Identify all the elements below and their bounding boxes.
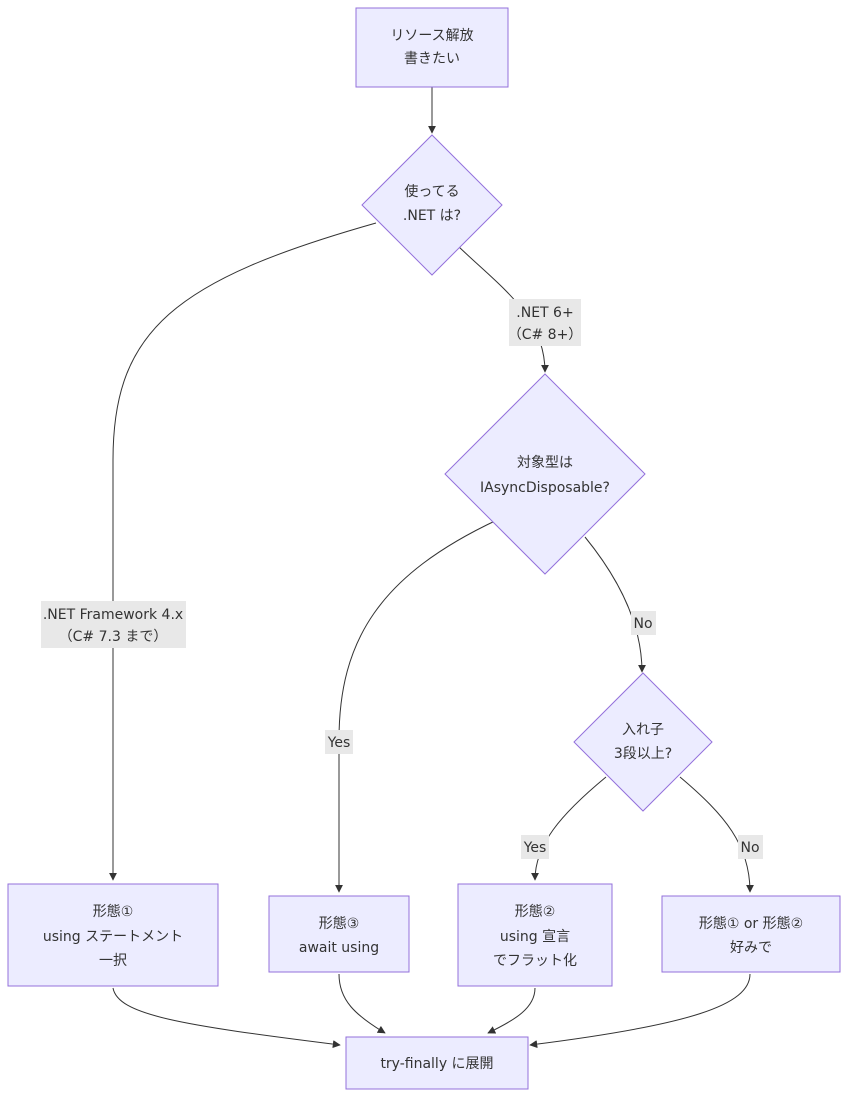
node-question-dotnet: [361, 134, 503, 276]
node-form3: [268, 895, 410, 973]
node-start-line2: 書きたい: [404, 51, 460, 67]
svg-text:形態③: 形態③: [319, 916, 360, 932]
edge-form1-to-end: [112, 987, 341, 1049]
node-form12: [661, 895, 841, 973]
node-end: [345, 1036, 529, 1090]
node-question-nest: [573, 672, 713, 812]
edge-form3-to-end: [338, 973, 386, 1034]
node-question-async-line1: 対象型は: [517, 455, 573, 471]
node-question-async-line2: IAsyncDisposable?: [480, 480, 610, 496]
svg-text:using 宣言: using 宣言: [500, 929, 570, 945]
svg-text:IAsyncDisposable?: IAsyncDisposable?: [480, 480, 610, 496]
svg-text:try-finally に展開: try-finally に展開: [380, 1056, 493, 1072]
svg-text:Yes: Yes: [523, 840, 547, 856]
edge-nest-to-form2: [531, 776, 607, 881]
node-form1-line1: 形態①: [93, 904, 134, 920]
node-form2-line3: でフラット化: [493, 953, 577, 969]
node-form1: [7, 883, 219, 987]
node-question-dotnet-line2: .NET は?: [403, 208, 461, 224]
edge-nest-to-form12: [679, 776, 754, 893]
svg-text:.NET は?: .NET は?: [403, 208, 461, 224]
svg-text:リソース解放: リソース解放: [390, 28, 473, 44]
edge-label-framework: .NET Framework 4.x （C# 7.3 まで）: [41, 601, 186, 648]
edge-label-nest-no: No: [738, 835, 763, 859]
svg-text:.NET Framework 4.x: .NET Framework 4.x: [43, 607, 183, 623]
svg-text:await using: await using: [299, 940, 379, 956]
edge-label-async-yes-text: Yes: [327, 735, 351, 751]
svg-text:No: No: [740, 840, 759, 856]
node-form12-line1: 形態① or 形態②: [699, 916, 803, 932]
node-question-nest-line2: 3段以上?: [614, 746, 672, 762]
svg-text:好みで: 好みで: [730, 940, 772, 956]
svg-text:でフラット化: でフラット化: [493, 953, 577, 969]
edge-label-async-no: No: [631, 611, 656, 635]
node-form2-line1: 形態②: [515, 904, 556, 920]
svg-text:.NET 6+: .NET 6+: [516, 305, 573, 321]
edge-label-async-no-text: No: [633, 616, 652, 632]
svg-text:（C# 8+）: （C# 8+）: [508, 327, 583, 343]
svg-text:入れ子: 入れ子: [622, 722, 664, 738]
edge-async-to-form3: [335, 519, 498, 893]
svg-text:（C# 7.3 まで）: （C# 7.3 まで）: [59, 629, 168, 645]
svg-text:使ってる: 使ってる: [404, 183, 459, 200]
svg-text:形態①: 形態①: [93, 904, 134, 920]
node-end-label: try-finally に展開: [380, 1056, 493, 1072]
svg-text:形態②: 形態②: [515, 904, 556, 920]
edge-form12-to-end: [529, 973, 751, 1049]
svg-text:No: No: [633, 616, 652, 632]
svg-text:using ステートメント: using ステートメント: [43, 929, 183, 945]
edge-label-framework-line1: .NET Framework 4.x: [43, 607, 183, 623]
node-form2: [457, 883, 613, 987]
node-form1-line2: using ステートメント: [43, 929, 183, 945]
svg-text:一択: 一択: [99, 953, 127, 969]
node-form3-line1: 形態③: [319, 916, 360, 932]
node-form1-line3: 一択: [99, 953, 127, 969]
node-form12-line2: 好みで: [730, 940, 772, 956]
edge-label-async-yes: Yes: [325, 730, 353, 754]
svg-text:3段以上?: 3段以上?: [614, 746, 672, 762]
edge-label-framework-line2: （C# 7.3 まで）: [59, 629, 168, 645]
edge-dotnet-to-form1: [109, 222, 377, 881]
edge-label-net6-line2: （C# 8+）: [508, 327, 583, 343]
node-question-async: [444, 373, 646, 575]
node-question-nest-line1: 入れ子: [622, 722, 664, 738]
node-start-line1: リソース解放: [390, 28, 473, 44]
node-start: [355, 7, 509, 88]
svg-text:対象型は: 対象型は: [517, 455, 573, 471]
edge-label-nest-yes-text: Yes: [523, 840, 547, 856]
edge-label-nest-no-text: No: [740, 840, 759, 856]
edge-label-net6: .NET 6+ （C# 8+）: [508, 299, 583, 346]
svg-text:Yes: Yes: [327, 735, 351, 751]
edge-form2-to-end: [487, 987, 536, 1034]
edge-label-net6-line1: .NET 6+: [516, 305, 573, 321]
node-form2-line2: using 宣言: [500, 929, 570, 945]
svg-text:書きたい: 書きたい: [404, 51, 460, 67]
node-question-dotnet-line1: 使ってる: [404, 183, 459, 200]
edge-label-nest-yes: Yes: [521, 835, 549, 859]
edge-async-to-nest: [584, 536, 646, 673]
node-form3-line2: await using: [299, 940, 379, 956]
svg-text:形態① or 形態②: 形態① or 形態②: [699, 916, 803, 932]
